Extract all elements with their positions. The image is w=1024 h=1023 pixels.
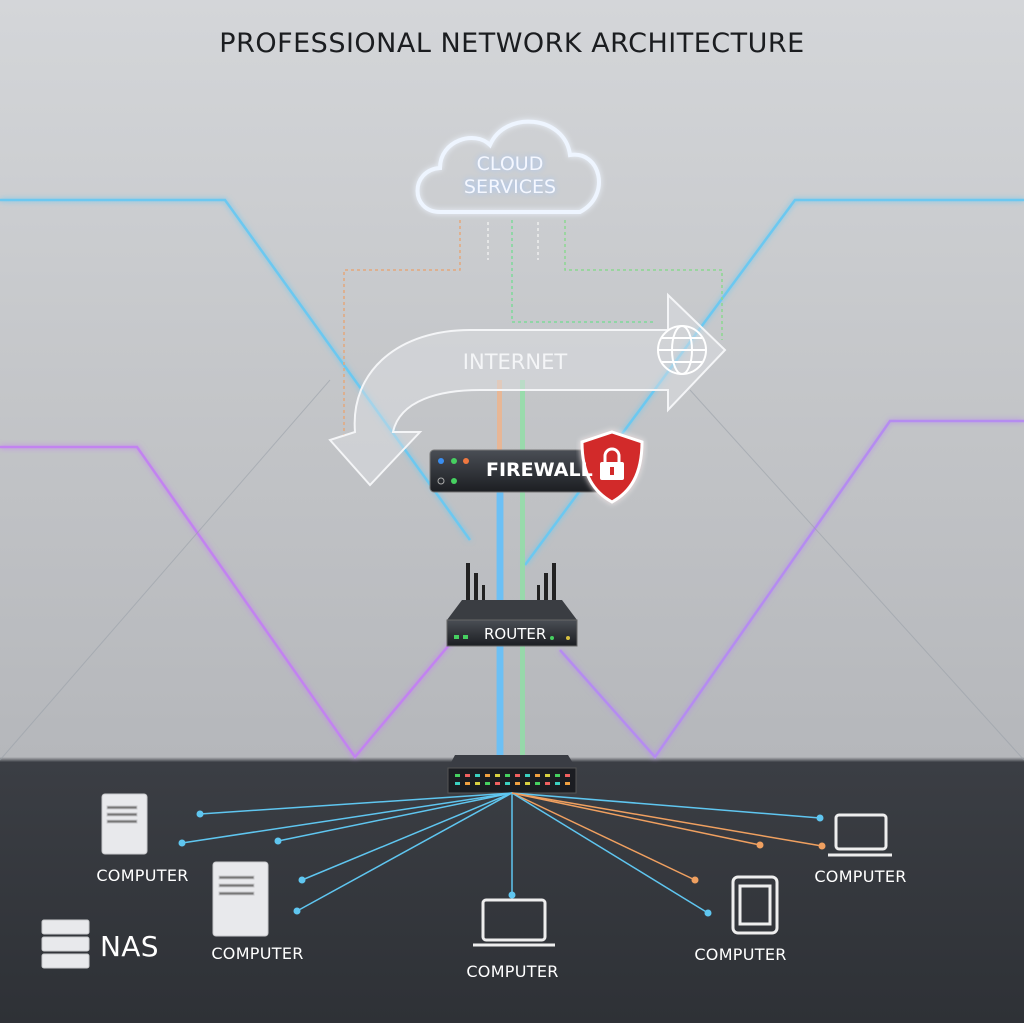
port-led [525, 774, 530, 777]
nas-icon[interactable] [41, 919, 90, 969]
network-link [296, 792, 513, 912]
port-led [505, 782, 510, 785]
network-link [181, 792, 513, 844]
port-led [525, 782, 530, 785]
network-link [301, 792, 513, 881]
link-endpoint [293, 907, 301, 915]
network-link [277, 792, 513, 842]
link-endpoint [756, 841, 764, 849]
port-led [555, 782, 560, 785]
network-link [511, 792, 761, 846]
cloud-label-line1: CLOUD [476, 153, 544, 175]
nas-label: NAS [100, 930, 159, 963]
link-endpoint [691, 876, 699, 884]
port-led [545, 774, 550, 777]
link-endpoint [196, 810, 204, 818]
port-led [565, 774, 570, 777]
link-endpoint [704, 909, 712, 917]
port-led [495, 774, 500, 777]
cloud-label-line2: SERVICES [463, 176, 557, 198]
firewall-label: FIREWALL [486, 459, 593, 481]
port-led [455, 774, 460, 777]
computer-tower-icon[interactable] [212, 861, 269, 937]
globe-icon [657, 325, 707, 375]
port-led [455, 782, 460, 785]
link-endpoint [274, 837, 282, 845]
network-switch[interactable] [447, 755, 577, 794]
link-endpoint [298, 876, 306, 884]
network-link [511, 792, 696, 881]
link-endpoint [818, 842, 826, 850]
port-led [515, 782, 520, 785]
network-link [199, 792, 513, 815]
port-led [475, 774, 480, 777]
port-led [465, 782, 470, 785]
internet-label: INTERNET [462, 350, 568, 374]
computer-label: COMPUTER [814, 867, 907, 886]
router-device[interactable] [446, 563, 578, 647]
cloud-icon[interactable] [415, 119, 601, 214]
shield-lock-icon [580, 430, 644, 504]
port-led [505, 774, 510, 777]
laptop-icon[interactable] [828, 813, 892, 857]
computer-label: COMPUTER [694, 945, 787, 964]
port-led [495, 782, 500, 785]
port-led [465, 774, 470, 777]
link-endpoint [816, 814, 824, 822]
port-led [565, 782, 570, 785]
network-link [511, 792, 823, 847]
computer-label: COMPUTER [211, 944, 304, 963]
computer-label: COMPUTER [96, 866, 189, 885]
computer-tower-icon[interactable] [101, 793, 148, 855]
port-led [535, 774, 540, 777]
router-label: ROUTER [484, 625, 547, 643]
port-led [555, 774, 560, 777]
port-led [535, 782, 540, 785]
laptop-icon[interactable] [473, 898, 555, 947]
port-led [475, 782, 480, 785]
network-link [511, 792, 709, 914]
network-link [511, 792, 821, 819]
tablet-icon[interactable] [731, 875, 779, 935]
port-led [515, 774, 520, 777]
port-led [545, 782, 550, 785]
page-title: PROFESSIONAL NETWORK ARCHITECTURE [219, 28, 805, 59]
firewall-device[interactable] [429, 449, 606, 493]
internet-arrow [328, 292, 727, 487]
link-endpoint [508, 891, 516, 899]
cloud-services-label: CLOUD SERVICES [440, 153, 580, 199]
link-endpoint [178, 839, 186, 847]
port-led [485, 774, 490, 777]
computer-label: COMPUTER [466, 962, 559, 981]
port-led [485, 782, 490, 785]
